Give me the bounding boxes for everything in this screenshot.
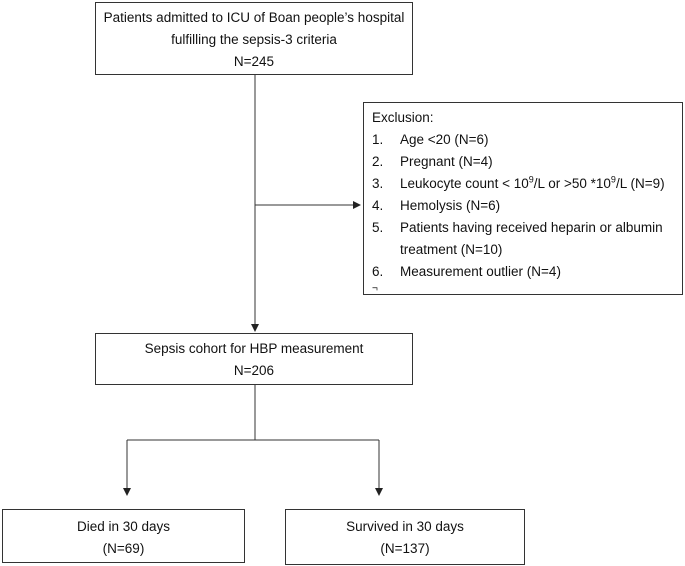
exclusion-item-text: treatment (N=10) [400,242,503,257]
exclusion-item-number: 2. [372,154,384,169]
survived-label: Survived in 30 days [346,519,464,534]
died-box: Died in 30 days (N=69) [2,509,245,563]
admitted-line-1: Patients admitted to ICU of Boan people’… [103,10,405,25]
died-label: Died in 30 days [76,519,171,534]
superscript: 9 [528,174,534,185]
exclusion-box: Exclusion: 1. Age <20 (N=6) 2. Pregnant … [363,102,683,295]
sepsis-cohort-box: Sepsis cohort for HBP measurement N=206 [95,333,413,385]
exclusion-item-number: 6. [372,264,384,279]
survived-count: (N=137) [380,541,430,556]
admitted-count: N=245 [233,54,275,69]
exclusion-item-text: Measurement outlier (N=4) [400,264,561,279]
exclusion-item-text: Hemolysis (N=6) [400,198,501,213]
exclusion-item-text: /L or >50 *10 [533,176,611,191]
exclusion-item-number: 1. [372,132,384,147]
trailing-mark: ¬ [372,283,378,294]
admitted-line-2: fulfilling the sepsis-3 criteria [171,32,337,47]
exclusion-item-text: /L (N=9) [615,176,665,191]
exclusion-item-number: 5. [372,220,384,235]
exclusion-item-pregnant: 2. Pregnant (N=4) [372,151,682,173]
exclusion-list: 1. Age <20 (N=6) 2. Pregnant (N=4) 3. Le… [372,129,682,283]
cohort-count: N=206 [233,363,275,378]
exclusion-item-age: 1. Age <20 (N=6) [372,129,682,151]
exclusion-item-number: 3. [372,176,384,191]
cohort-label: Sepsis cohort for HBP measurement [144,341,364,356]
died-count: (N=69) [102,541,145,556]
exclusion-item-heparin: 5. Patients having received heparin or a… [372,217,682,261]
superscript: 9 [610,174,616,185]
survived-box: Survived in 30 days (N=137) [285,509,525,565]
exclusion-item-text: Pregnant (N=4) [400,154,493,169]
exclusion-title: Exclusion: [372,110,434,125]
admitted-patients-box: Patients admitted to ICU of Boan people’… [95,2,413,75]
exclusion-item-text: Patients having received heparin or albu… [400,220,663,235]
exclusion-item-text: Age <20 (N=6) [400,132,489,147]
exclusion-item-text: Leukocyte count < 10 [400,176,529,191]
exclusion-item-hemolysis: 4. Hemolysis (N=6) [372,195,682,217]
exclusion-item-number: 4. [372,198,384,213]
exclusion-item-outlier: 6. Measurement outlier (N=4) [372,261,682,283]
exclusion-item-leukocyte: 3. Leukocyte count < 109/L or >50 *109/L… [372,173,682,195]
